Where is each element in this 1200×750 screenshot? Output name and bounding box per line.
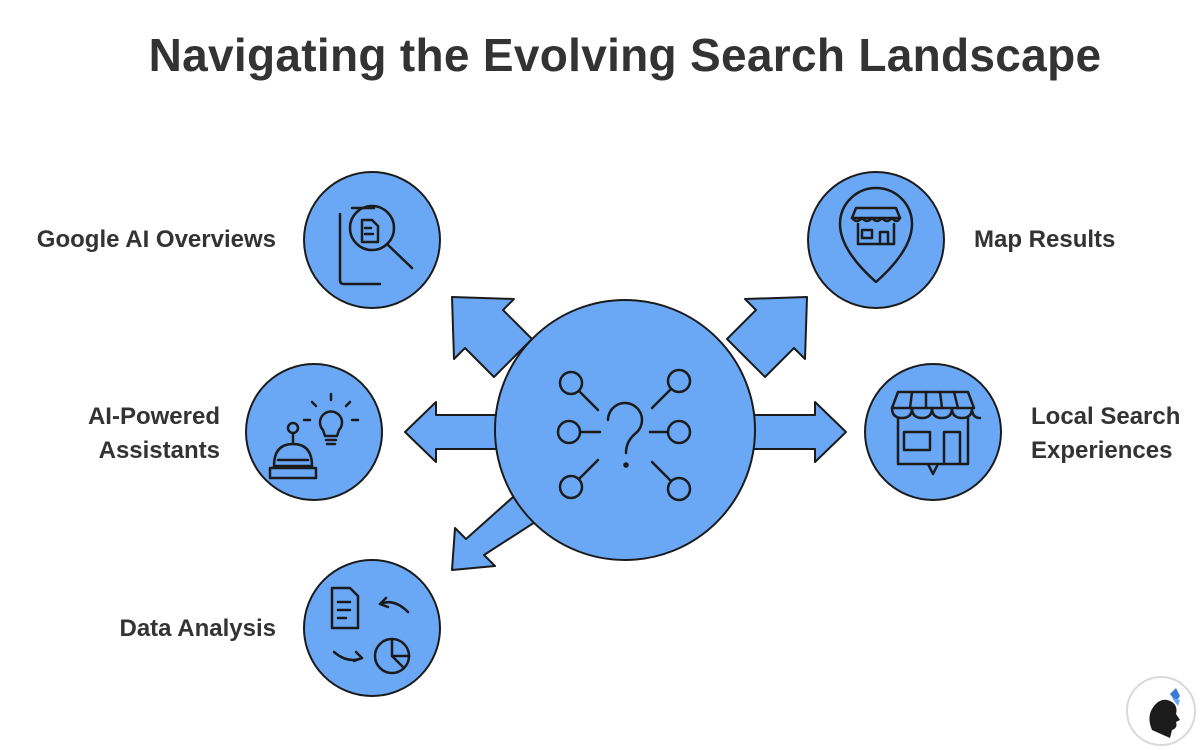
- label-local-search-experiences: Local Search Experiences: [1031, 403, 1181, 464]
- profile-silhouette-logo-icon: [1126, 676, 1196, 746]
- question-network-icon: [556, 368, 692, 502]
- arrow-to-map-results: [726, 296, 808, 378]
- page-title: Navigating the Evolving Search Landscape: [148, 29, 1102, 81]
- label-google-ai-overviews: Google AI Overviews: [36, 226, 276, 253]
- robot-lightbulb-icon: [268, 392, 360, 480]
- map-pin-store-icon: [838, 186, 914, 284]
- arrow-to-google-ai-overviews: [451, 296, 533, 378]
- node-google-ai-overviews: [303, 171, 441, 309]
- node-map-results: [807, 171, 945, 309]
- node-ai-powered-assistants: [245, 363, 383, 501]
- label-ai-powered-assistants: AI-Powered Assistants: [87, 403, 220, 464]
- label-data-analysis: Data Analysis: [119, 615, 276, 642]
- label-map-results: Map Results: [974, 226, 1116, 253]
- document-pie-chart-icon: [330, 586, 411, 675]
- arrow-to-local-search-experiences: [744, 401, 847, 463]
- node-local-search-experiences: [864, 363, 1002, 501]
- center-node: [494, 299, 756, 561]
- document-magnifier-icon: [338, 204, 414, 286]
- node-data-analysis: [303, 559, 441, 697]
- storefront-icon: [890, 390, 982, 476]
